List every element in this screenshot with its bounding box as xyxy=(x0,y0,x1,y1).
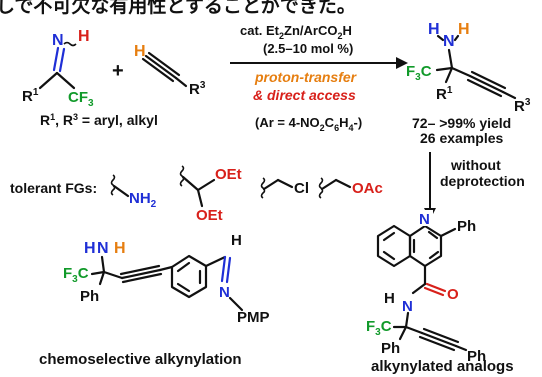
cf3-group: CF3 xyxy=(68,89,94,109)
product-propargylamine: H N H F3C R1 R3 xyxy=(406,21,531,115)
catalyst-label: cat. Et2Zn/ArCO2H xyxy=(240,23,352,41)
yield-label: 72– >99% yield xyxy=(412,115,511,131)
tolerant-label: tolerant FGs: xyxy=(10,180,97,196)
amide-n: N xyxy=(402,298,413,315)
product-cf3: F3C xyxy=(406,63,432,83)
right-ph-bottom: Ph xyxy=(467,348,486,365)
fg-cl: Cl xyxy=(294,180,309,197)
feature-proton-transfer: proton-transfer xyxy=(254,69,358,85)
imine-h: H xyxy=(78,28,90,45)
left-cf3: F3C xyxy=(63,265,89,285)
imine-n: N xyxy=(52,32,64,49)
product-r1: R1 xyxy=(436,85,453,103)
fg-nh2: NH2 xyxy=(129,190,157,210)
compound-chemoselective: H N H F3C Ph H N PMP xyxy=(63,232,270,326)
tolerant-groups: tolerant FGs: NH2 OEt OEt Cl OAc xyxy=(10,165,383,224)
examples-label: 26 examples xyxy=(420,130,503,146)
fg-oet-lower: OEt xyxy=(196,207,223,224)
downstream-step: without deprotection xyxy=(424,152,525,220)
r3-label: R3 xyxy=(189,80,206,98)
quinoline-n: N xyxy=(419,211,430,228)
plus-sign: + xyxy=(112,60,124,82)
right-ph-top: Ph xyxy=(457,218,476,235)
product-n: N xyxy=(443,33,455,50)
ar-definition: (Ar = 4-NO2C6H4-) xyxy=(255,115,362,133)
alkyne-h: H xyxy=(134,43,146,60)
without-label: without xyxy=(450,157,501,173)
fg-oet-upper: OEt xyxy=(215,166,242,183)
imine-substrate: N H R1 CF3 xyxy=(22,28,94,109)
loading-label: (2.5–10 mol %) xyxy=(263,41,353,56)
fg-oac: OAc xyxy=(352,180,383,197)
left-caption: chemoselective alkynylation xyxy=(39,351,242,368)
r-definition: R1, R3 = aryl, alkyl xyxy=(40,112,158,128)
left-h-orange: H xyxy=(114,240,126,257)
left-ph: Ph xyxy=(80,288,99,305)
amide-o: O xyxy=(447,286,459,303)
left-pmp: PMP xyxy=(237,309,270,326)
header-text: しで不可欠な有用性とすることができた。 xyxy=(0,0,356,17)
product-h-orange: H xyxy=(458,21,470,38)
reaction-arrow-head xyxy=(396,57,408,69)
quinoline-n-mask xyxy=(419,210,433,226)
right-cf3: F3C xyxy=(366,318,392,338)
right-ph-mid: Ph xyxy=(381,340,400,357)
product-h-blue: H xyxy=(428,21,440,38)
feature-direct-access: & direct access xyxy=(253,87,356,103)
r1-label: R1 xyxy=(22,87,39,105)
reaction-conditions: cat. Et2Zn/ArCO2H (2.5–10 mol %) proton-… xyxy=(230,23,408,133)
amide-h: H xyxy=(384,290,395,307)
right-caption: alkynylated analogs xyxy=(371,358,514,375)
left-n: N xyxy=(97,240,109,257)
left-imine-n: N xyxy=(219,284,230,301)
product-r3: R3 xyxy=(514,97,531,115)
left-h-blue: H xyxy=(84,240,96,257)
alkyne-substrate: H R3 xyxy=(134,43,206,98)
left-imine-h: H xyxy=(231,232,242,249)
compound-alkynylated-analog: N Ph O H N F3C Ph Ph xyxy=(366,210,486,365)
deprotection-label: deprotection xyxy=(440,173,525,189)
